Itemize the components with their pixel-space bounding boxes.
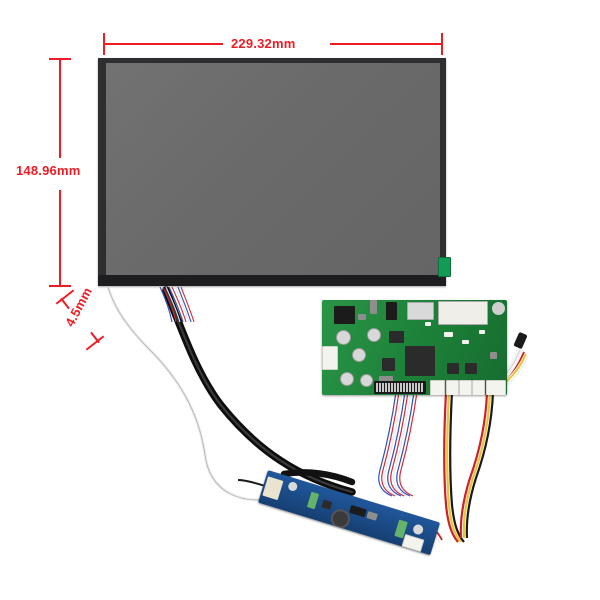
regulator-chip-b bbox=[465, 363, 477, 374]
scaler-chip bbox=[382, 358, 395, 371]
smd-part-b bbox=[462, 340, 469, 344]
lcd-screen-surface bbox=[106, 63, 440, 275]
left-white-header[interactable] bbox=[322, 346, 338, 370]
board-left-connector[interactable] bbox=[262, 476, 284, 501]
lcd-connector-tab bbox=[438, 257, 451, 277]
key-header-1[interactable] bbox=[430, 380, 445, 395]
mounting-hole-left bbox=[287, 480, 299, 493]
capacitor-c bbox=[367, 328, 381, 342]
capacitor-d bbox=[340, 372, 354, 386]
smd-part-a bbox=[444, 332, 453, 337]
crystal-oscillator bbox=[379, 376, 393, 384]
key-header-4[interactable] bbox=[472, 380, 485, 395]
smd-part-f bbox=[358, 314, 366, 320]
power-jack[interactable] bbox=[386, 302, 397, 320]
capacitor-b bbox=[352, 348, 366, 362]
smd-part-e bbox=[490, 352, 497, 359]
mounting-hole-right bbox=[411, 523, 425, 536]
lcd-panel bbox=[98, 58, 446, 286]
inductor-top bbox=[370, 300, 377, 314]
width-dim-tick-right bbox=[441, 33, 443, 55]
key-header-2[interactable] bbox=[446, 380, 459, 395]
flash-memory-chip bbox=[389, 331, 404, 343]
hdmi-port[interactable] bbox=[438, 301, 488, 325]
capacitor-a bbox=[336, 330, 351, 345]
backlight-header[interactable] bbox=[486, 380, 506, 395]
smd-ic-blue-c bbox=[366, 511, 378, 521]
smd-part-d bbox=[425, 322, 431, 326]
height-dim-line-top bbox=[59, 58, 61, 158]
usb-port[interactable] bbox=[407, 302, 434, 320]
main-soc-chip bbox=[405, 346, 435, 376]
height-dimension-label: 148.96mm bbox=[16, 163, 81, 178]
smd-part-c bbox=[479, 330, 485, 334]
height-dim-tick-bottom bbox=[49, 285, 71, 287]
regulator-chip-a bbox=[447, 363, 459, 374]
width-dim-line-right bbox=[330, 43, 442, 45]
lcd-bottom-bezel bbox=[98, 275, 446, 286]
smd-ic-blue-b bbox=[349, 504, 367, 518]
fuse-green bbox=[306, 491, 320, 510]
smd-ic-blue-a bbox=[321, 499, 333, 510]
height-dim-line-bottom bbox=[59, 190, 61, 286]
power-ic bbox=[334, 306, 355, 324]
key-header-3[interactable] bbox=[459, 380, 472, 395]
width-dimension-label: 229.32mm bbox=[231, 36, 296, 51]
lvds-pins bbox=[376, 383, 423, 392]
audio-jack[interactable] bbox=[492, 302, 505, 315]
width-dim-line-left bbox=[103, 43, 223, 45]
hdmi-driver-board bbox=[322, 300, 507, 395]
capacitor-e bbox=[360, 374, 373, 387]
